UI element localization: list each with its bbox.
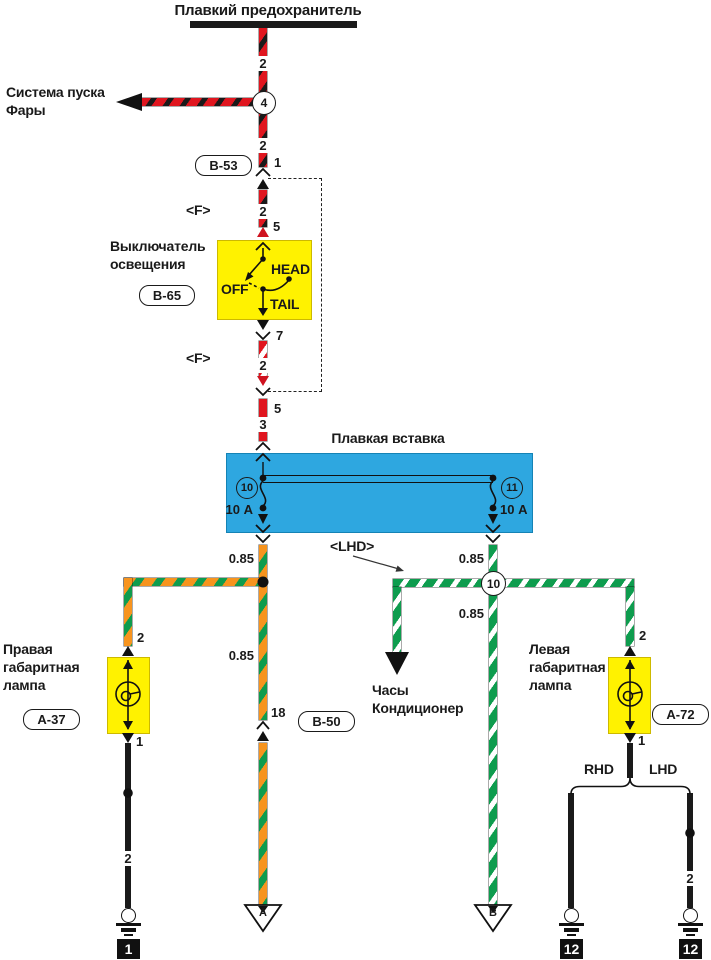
connector-b53-label: B-53 — [195, 155, 252, 176]
option-tag-f-upper: <F> — [186, 202, 211, 218]
wire-green-white-to-b — [489, 594, 497, 905]
ground-bar-icon — [564, 928, 579, 932]
left-marker-lamp-box — [608, 657, 651, 734]
wire-gauge-label: 0.85 — [458, 551, 484, 566]
wire-black-rhd-ground — [568, 793, 574, 908]
variant-lhd-label: LHD — [649, 761, 678, 777]
wire-black-lamp2-stub — [627, 743, 633, 778]
wire-gauge-label: 2 — [683, 871, 697, 886]
option-tag-lhd: <LHD> — [330, 538, 375, 554]
variant-rhd-label: RHD — [584, 761, 614, 777]
fuse-bus-bar — [190, 21, 357, 28]
ground-id-badge: 12 — [560, 939, 583, 959]
pin-label-lamp1-bottom: 1 — [136, 734, 144, 749]
wire-gauge-label: 0.85 — [228, 551, 254, 566]
ground-bar-icon — [678, 923, 703, 926]
wire-green-white-h — [393, 579, 634, 587]
connector-a72-label: A-72 — [652, 704, 709, 725]
ground-circle-icon — [564, 908, 579, 923]
wire-green-orange-left-bottom — [259, 743, 267, 905]
junction-circle-4: 4 — [252, 91, 276, 115]
connector-b50-icon — [256, 720, 270, 741]
switch-position-off: OFF — [221, 281, 249, 297]
connector-b50-label: B-50 — [298, 711, 355, 732]
fuse-id-circle-10: 10 — [236, 477, 258, 499]
light-switch-title-2: освещения — [110, 256, 186, 272]
wire-gauge-label: 2 — [256, 204, 270, 219]
wire-green-orange-lamp-branch-h — [124, 578, 265, 586]
right-marker-lamp-box — [107, 657, 150, 734]
wire-gauge-label: 2 — [256, 358, 270, 373]
ground-bar-icon — [124, 933, 133, 936]
wire-green-orange-left-mid — [259, 586, 267, 720]
fuse-bus-title: Плавкий предохранитель — [174, 2, 362, 19]
wire-gauge-label: 2 — [121, 851, 135, 866]
pin-label-b53: 1 — [274, 155, 282, 170]
ground-circle-icon — [683, 908, 698, 923]
fusible-link-box — [226, 453, 533, 533]
wire-black-lhd-ground — [687, 793, 693, 908]
lhd-pointer-arrow-icon — [352, 555, 404, 572]
ground-bar-icon — [116, 923, 141, 926]
pin-label-joint: 5 — [274, 401, 282, 416]
right-lamp-title-2: габаритная — [3, 659, 80, 675]
clock-aircon-arrow-icon — [385, 652, 409, 675]
fusible-link-bus-line — [263, 475, 493, 483]
wire-green-white-lhd-drop — [393, 587, 401, 652]
wire-gauge-label: 3 — [256, 417, 270, 432]
left-lamp-title-3: лампа — [529, 677, 572, 693]
rhd-lhd-brace-icon — [570, 777, 691, 795]
page-ref-b-label: B — [489, 907, 497, 919]
connector-b65-label: B-65 — [139, 285, 195, 306]
clock-label: Часы — [372, 682, 409, 698]
left-lamp-title-1: Левая — [529, 641, 570, 657]
branch-dest-label-2: Фары — [6, 102, 46, 118]
ground-bar-icon — [559, 923, 584, 926]
pin-label-b50: 18 — [271, 705, 286, 720]
wire-gauge-label: 2 — [256, 138, 270, 153]
switch-position-head: HEAD — [271, 261, 310, 277]
wire-red-black-branch — [140, 98, 254, 106]
ground-bar-icon — [567, 933, 576, 936]
aircon-label: Кондиционер — [372, 700, 464, 716]
wire-gauge-label: 0.85 — [228, 648, 254, 663]
wire-green-white-right-top — [489, 545, 497, 578]
fuse-id-circle-11: 11 — [501, 477, 523, 499]
right-lamp-title-3: лампа — [3, 677, 46, 693]
option-route-dashed-box — [268, 178, 322, 392]
fusible-link-title: Плавкая вставка — [331, 430, 445, 446]
ground-id-badge: 12 — [679, 939, 702, 959]
ground-circle-icon — [121, 908, 136, 923]
wire-black-lamp1-ground — [125, 743, 131, 908]
wire-green-orange-left-top — [259, 545, 267, 578]
pin-label-lamp1-top: 2 — [137, 630, 145, 645]
branch-dest-label-1: Система пуска — [6, 84, 105, 100]
page-ref-a-label: A — [259, 907, 267, 919]
ground-bar-icon — [121, 928, 136, 932]
wire-gauge-label: 0.85 — [458, 606, 484, 621]
option-tag-f-lower: <F> — [186, 350, 211, 366]
junction-circle-10: 10 — [481, 571, 506, 596]
wire-gauge-label: 2 — [256, 56, 270, 71]
wire-green-orange-lamp-branch-v — [124, 578, 132, 646]
pin-label-switch-in: 5 — [273, 219, 281, 234]
fuse-rating-left: 10 А — [225, 502, 253, 517]
fuse-rating-right: 10 А — [500, 502, 528, 517]
right-lamp-title-1: Правая — [3, 641, 53, 657]
pin-label-lamp2-bottom: 1 — [638, 733, 646, 748]
ground-bar-icon — [683, 928, 698, 932]
pin-label-switch-out: 7 — [276, 328, 284, 343]
left-lamp-title-2: габаритная — [529, 659, 606, 675]
ground-id-badge: 1 — [117, 939, 140, 959]
pin-label-lamp2-top: 2 — [639, 628, 647, 643]
connector-a37-label: A-37 — [23, 709, 80, 730]
branch-arrow-left-icon — [116, 93, 142, 111]
ground-bar-icon — [686, 933, 695, 936]
switch-position-tail: TAIL — [270, 296, 300, 312]
wire-green-white-lamp-drop — [626, 587, 634, 646]
light-switch-title-1: Выключатель — [110, 238, 206, 254]
